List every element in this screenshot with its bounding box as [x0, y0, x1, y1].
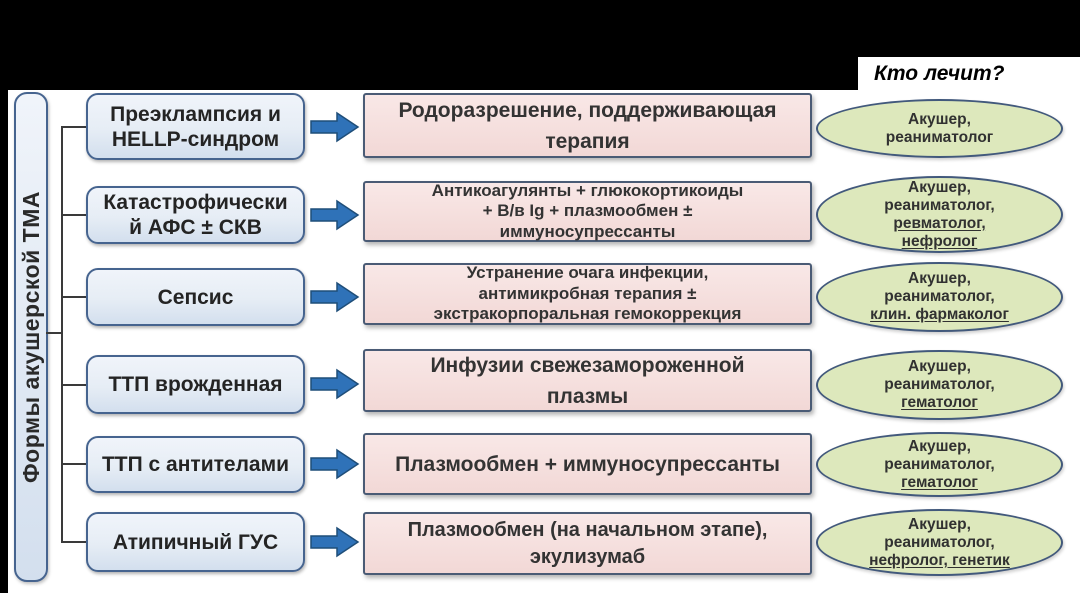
who-treats-heading: Кто лечит?: [858, 57, 1080, 90]
specialists-ellipse-3: Акушер,реаниматолог,клин. фармаколог: [816, 262, 1063, 332]
specialists-ellipse-4: Акушер,реаниматолог,гематолог: [816, 350, 1063, 420]
arrow-right-icon: [310, 526, 360, 558]
condition-box-6: Атипичный ГУС: [86, 512, 305, 572]
condition-box-5: ТТП с антителами: [86, 436, 305, 493]
connector-stub: [46, 332, 62, 334]
arrow-right-icon: [310, 281, 360, 313]
connector-branch-6: [61, 541, 87, 543]
specialists-ellipse-2: Акушер,реаниматолог,ревматолог,нефролог: [816, 176, 1063, 253]
treatment-box-5: Плазмообмен + иммуносупрессанты: [363, 433, 812, 495]
connector-trunk: [61, 126, 63, 543]
connector-branch-5: [61, 463, 87, 465]
specialists-ellipse-6: Акушер,реаниматолог,нефролог, генетик: [816, 509, 1063, 576]
specialists-ellipse-5: Акушер,реаниматолог,гематолог: [816, 432, 1063, 497]
treatment-box-6: Плазмообмен (на начальном этапе),экулизу…: [363, 512, 812, 575]
specialists-ellipse-1: Акушер,реаниматолог: [816, 99, 1063, 158]
left-letterbox: [0, 90, 8, 593]
connector-branch-1: [61, 126, 87, 128]
tma-forms-bar: Формы акушерской ТМА: [14, 92, 48, 582]
connector-branch-3: [61, 296, 87, 298]
condition-box-3: Сепсис: [86, 268, 305, 326]
tma-forms-label: Формы акушерской ТМА: [17, 191, 44, 483]
condition-box-4: ТТП врожденная: [86, 355, 305, 414]
arrow-right-icon: [310, 199, 360, 231]
connector-branch-2: [61, 214, 87, 216]
arrow-right-icon: [310, 368, 360, 400]
treatment-box-2: Антикоагулянты + глюкокортикоиды+ В/в Ig…: [363, 181, 812, 242]
treatment-box-3: Устранение очага инфекции,антимикробная …: [363, 263, 812, 325]
arrow-right-icon: [310, 448, 360, 480]
connector-branch-4: [61, 384, 87, 386]
arrow-right-icon: [310, 111, 360, 143]
